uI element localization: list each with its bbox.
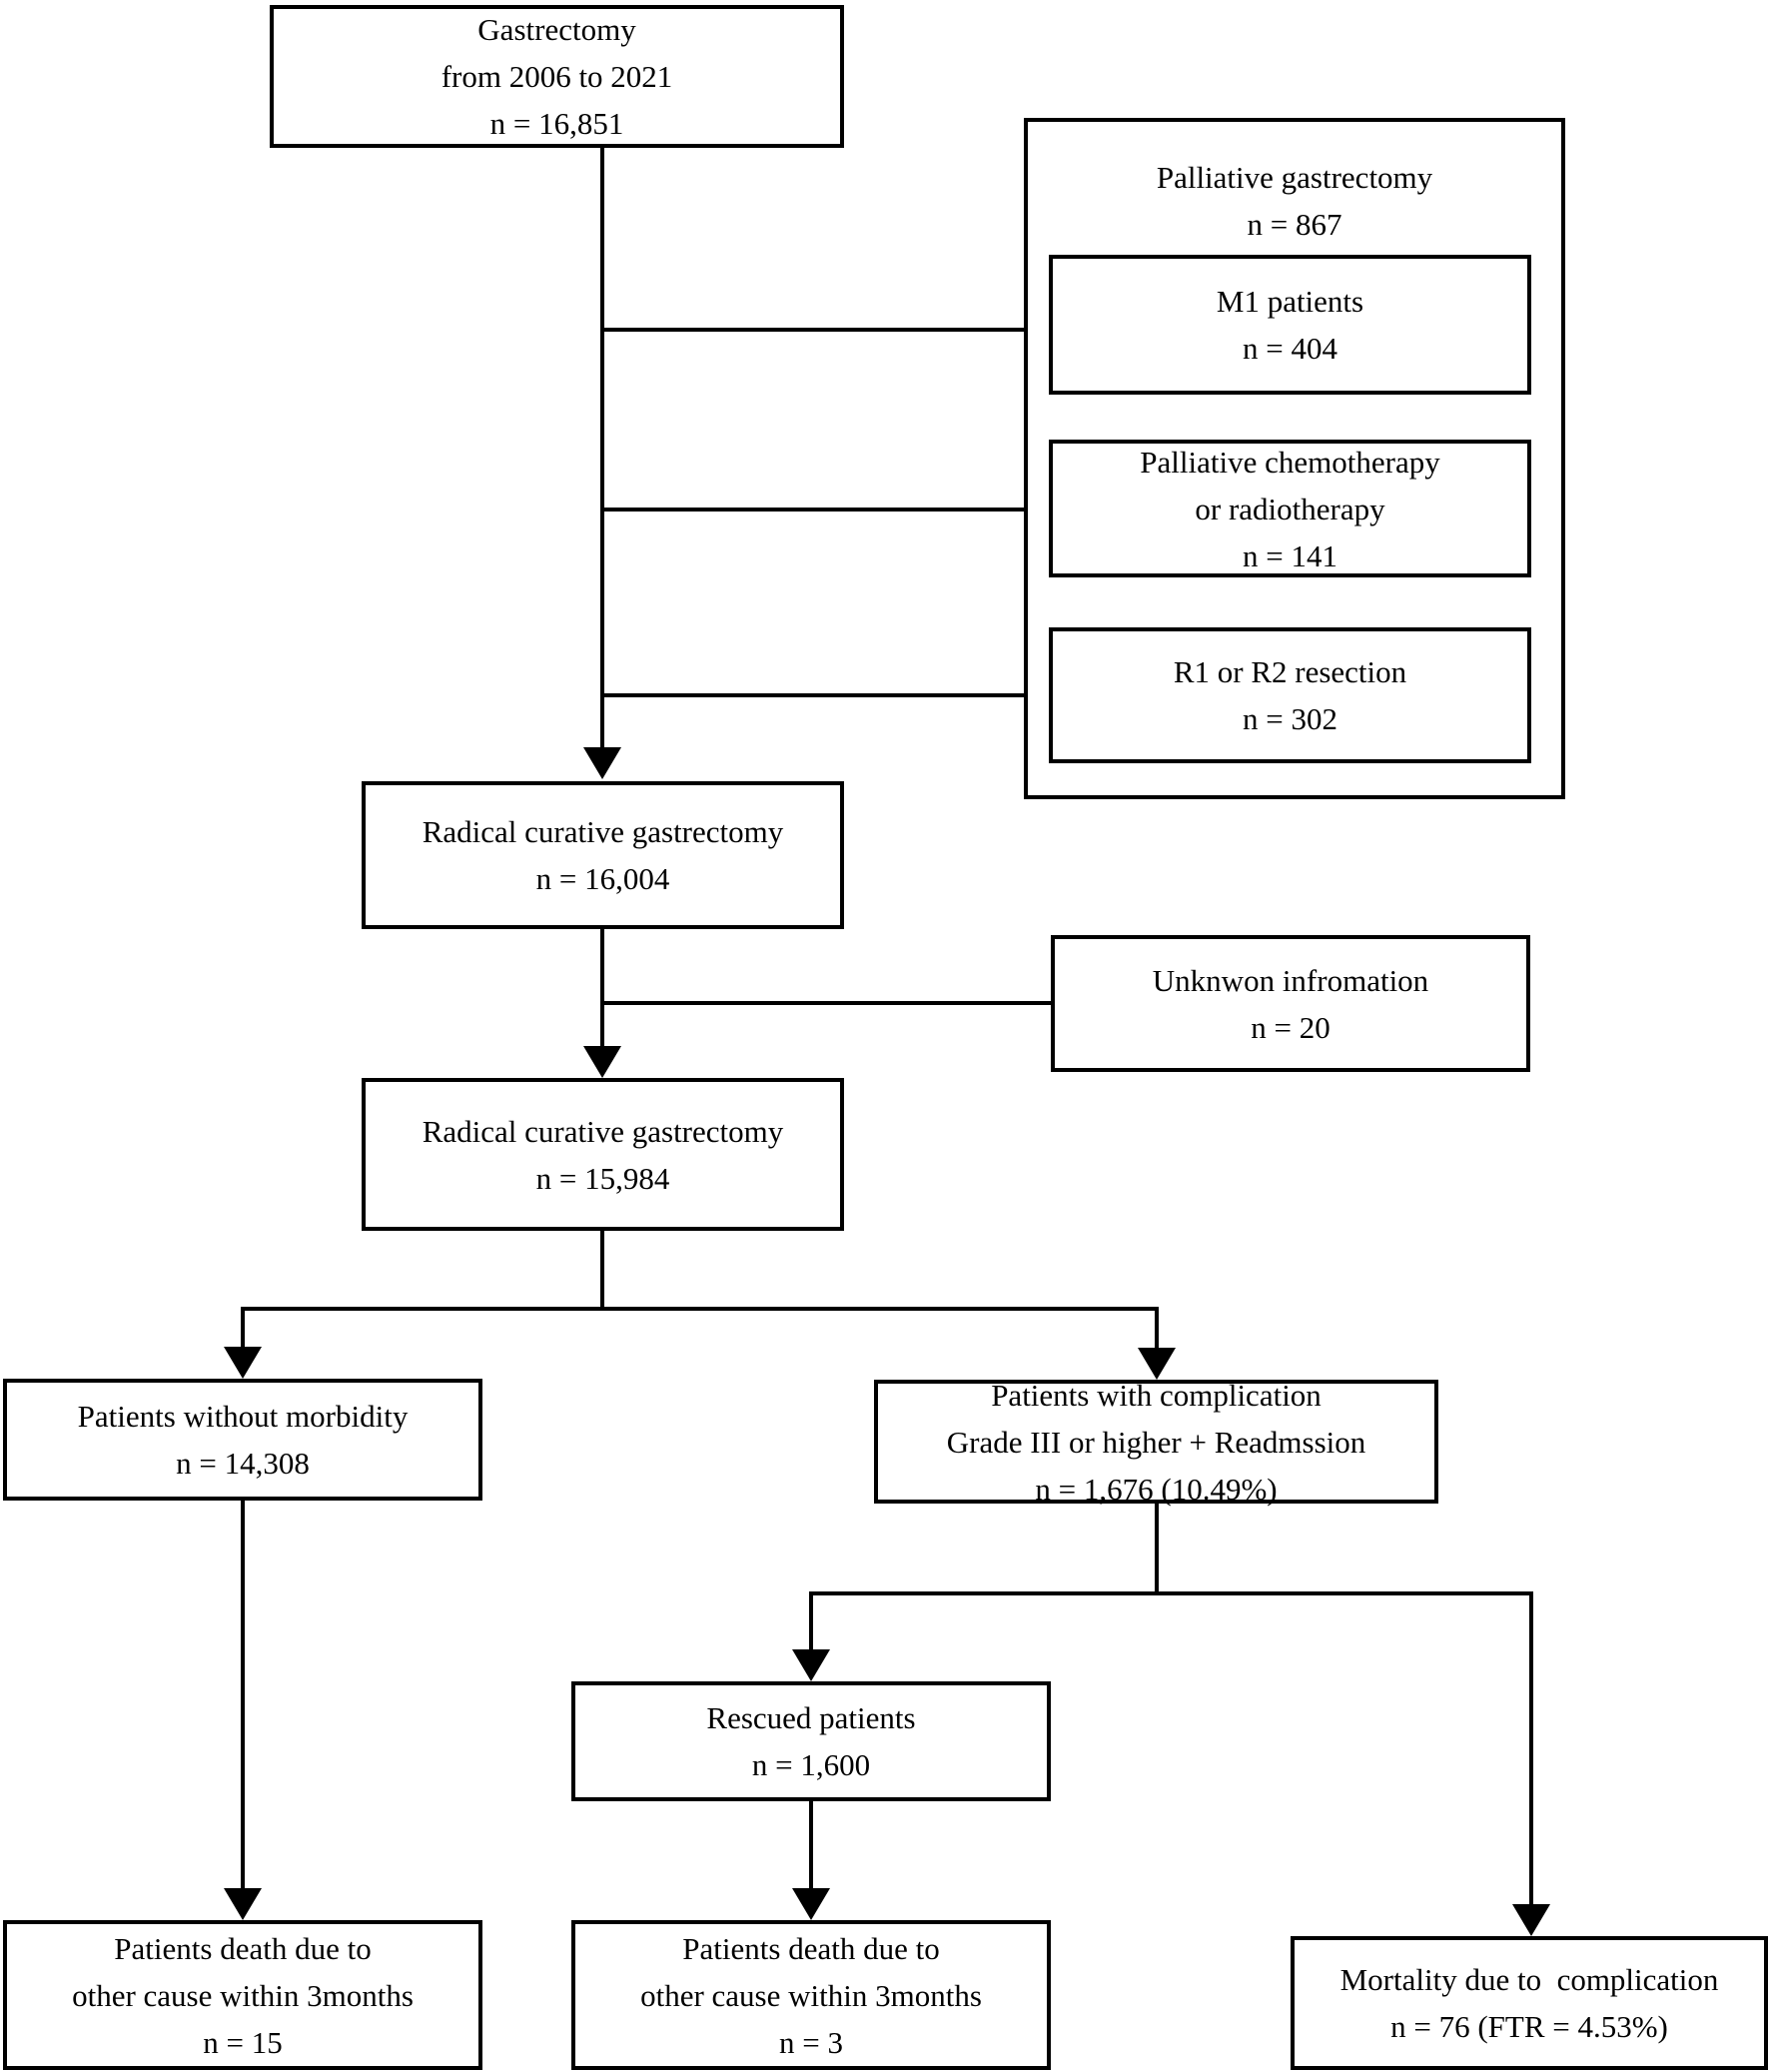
without-morbidity-line1: Patients without morbidity [77,1399,409,1434]
death-15-line2: other cause within 3months [72,1977,414,2013]
node-rescued-patients: Rescued patients n = 1,600 [571,1681,1051,1801]
node-mortality-complication: Mortality due to complication n = 76 (FT… [1291,1936,1768,2070]
palliative-chemo-line1: Palliative chemotherapy [1140,444,1440,480]
node-gastrectomy-total: Gastrectomy from 2006 to 2021 n = 16,851 [270,5,844,148]
arrowhead-into-radical-16004 [583,747,621,779]
r1-r2-line1: R1 or R2 resection [1173,654,1407,689]
node-death-other-cause-15: Patients death due to other cause within… [3,1920,482,2070]
r1-r2-line2: n = 302 [1243,701,1337,736]
death-15-line1: Patients death due to [114,1930,372,1966]
gastrectomy-total-line3: n = 16,851 [489,106,624,141]
node-palliative-chemo: Palliative chemotherapy or radiotherapy … [1049,440,1531,577]
radical-16004-line2: n = 16,004 [535,861,670,896]
node-radical-15984: Radical curative gastrectomy n = 15,984 [362,1078,844,1231]
with-complication-line2: Grade III or higher + Readmssion [946,1424,1366,1460]
node-m1-patients: M1 patients n = 404 [1049,255,1531,395]
connector-rescued-to-death3 [809,1799,813,1890]
connector-mortality-drop [1529,1591,1533,1906]
death-3-line3: n = 3 [779,2024,843,2060]
connector-top-vertical [600,146,604,747]
rescued-patients-line2: n = 1,600 [751,1747,871,1782]
mortality-line2: n = 76 (FTR = 4.53%) [1390,2009,1668,2044]
m1-patients-line2: n = 404 [1243,331,1337,366]
death-3-line1: Patients death due to [682,1930,940,1966]
connector-mid-vertical [600,927,604,1046]
m1-patients-line1: M1 patients [1216,284,1364,319]
connector-branch-chemo [602,508,1053,512]
unknown-information-line2: n = 20 [1251,1009,1330,1045]
node-radical-16004: Radical curative gastrectomy n = 16,004 [362,781,844,929]
with-complication-line3: n = 1,676 (10.49%) [1035,1471,1278,1507]
node-r1-r2-resection: R1 or R2 resection n = 302 [1049,627,1531,763]
radical-15984-line2: n = 15,984 [535,1160,670,1196]
connector-complication-stem [1155,1502,1159,1595]
arrowhead-into-with-complication [1138,1348,1176,1380]
radical-16004-line1: Radical curative gastrectomy [422,814,784,849]
arrowhead-into-without-morbidity [224,1347,262,1379]
palliative-chemo-line2: or radiotherapy [1195,491,1385,526]
connector-left-drop [241,1307,245,1349]
connector-morbidity-to-death15 [241,1499,245,1890]
unknown-information-line1: Unknwon infromation [1152,962,1429,998]
palliative-chemo-line3: n = 141 [1243,537,1337,573]
palliative-group-line2: n = 867 [1247,207,1342,242]
arrowhead-into-rescued [792,1649,830,1681]
node-death-other-cause-3: Patients death due to other cause within… [571,1920,1051,2070]
connector-branch-unknown [602,1001,1055,1005]
gastrectomy-total-line1: Gastrectomy [477,12,636,47]
arrowhead-into-radical-15984 [583,1046,621,1078]
node-with-complication: Patients with complication Grade III or … [874,1378,1438,1507]
connector-split-stem [600,1229,604,1311]
arrowhead-into-mortality [1512,1904,1550,1936]
gastrectomy-total-line2: from 2006 to 2021 [441,59,673,94]
arrowhead-into-death15 [224,1888,262,1920]
connector-branch-r1r2 [602,693,1053,697]
without-morbidity-line2: n = 14,308 [176,1446,310,1481]
connector-rescued-drop [809,1591,813,1651]
node-unknown-information: Unknwon infromation n = 20 [1051,935,1530,1072]
connector-right-drop [1155,1307,1159,1350]
mortality-line1: Mortality due to complication [1339,1962,1719,1997]
node-without-morbidity: Patients without morbidity n = 14,308 [3,1379,482,1501]
palliative-group-line1: Palliative gastrectomy [1156,160,1433,195]
connector-split-horizontal [241,1307,1159,1311]
connector-branch-m1 [602,328,1053,332]
arrowhead-into-death3 [792,1888,830,1920]
connector-complication-horizontal [809,1591,1533,1595]
death-15-line3: n = 15 [203,2024,283,2060]
rescued-patients-line1: Rescued patients [706,1700,916,1735]
death-3-line2: other cause within 3months [640,1977,982,2013]
radical-15984-line1: Radical curative gastrectomy [422,1113,784,1149]
with-complication-line1: Patients with complication [991,1377,1322,1413]
